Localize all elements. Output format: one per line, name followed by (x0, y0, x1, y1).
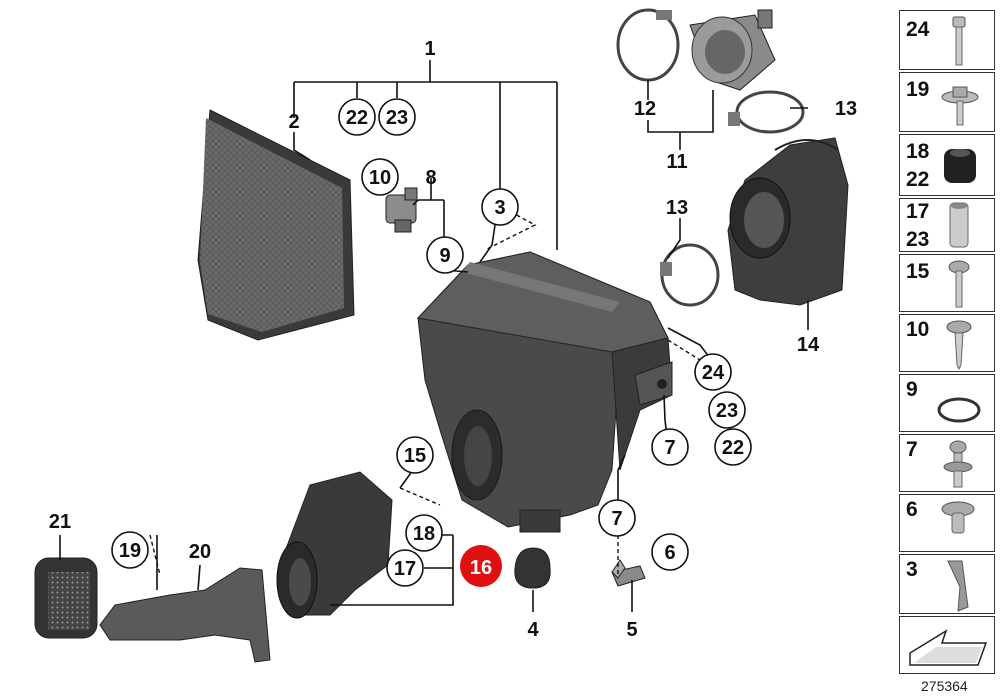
label-20: 20 (189, 541, 211, 563)
ball-stud-icon (943, 440, 973, 488)
legend-num: 19 (906, 78, 930, 101)
label-7-lower: 7 (611, 508, 622, 530)
rubber-mount (514, 547, 551, 589)
label-1: 1 (424, 38, 435, 60)
crop-mask (0, 655, 252, 700)
label-17: 17 (394, 558, 416, 580)
sleeve-icon (949, 202, 969, 248)
clip-icon (947, 560, 969, 612)
legend-box-9: 9 (899, 374, 995, 432)
temperature-sensor (385, 187, 418, 233)
intake-hose (276, 471, 393, 619)
bolt-icon (952, 16, 966, 66)
legend-box-6: 6 (899, 494, 995, 552)
label-13-upper: 13 (835, 98, 857, 120)
legend-num: 24 (906, 18, 930, 41)
grommet-icon (944, 149, 976, 183)
air-filter-element (197, 109, 355, 341)
legend-box-7: 7 (899, 434, 995, 492)
label-14: 14 (797, 334, 820, 356)
hose-clamp-12 (616, 8, 680, 82)
screw-icon (946, 320, 972, 371)
label-9: 9 (439, 245, 450, 267)
expanding-rivet-icon (941, 501, 975, 534)
label-8: 8 (425, 167, 436, 189)
label-21: 21 (49, 511, 71, 533)
legend-num: 10 (906, 318, 930, 341)
label-16: 16 (470, 557, 492, 579)
legend-num: 22 (906, 168, 930, 191)
legend-num: 15 (906, 260, 930, 283)
label-7-upper: 7 (664, 437, 675, 459)
air-mass-meter (689, 9, 776, 91)
legend-box-17-23: 17 23 (899, 198, 995, 252)
catalog-number: 275364 (921, 678, 968, 694)
legend-box-18-22: 18 22 (899, 134, 995, 196)
highlight-marker (460, 545, 502, 587)
legend-box-24: 24 (899, 10, 995, 70)
legend-num: 18 (906, 140, 930, 163)
label-15: 15 (404, 445, 426, 467)
legend-box-10: 10 (899, 314, 995, 372)
label-22-mid: 22 (722, 437, 744, 459)
intake-grille (34, 557, 98, 639)
screw-icon (948, 260, 970, 308)
legend-box-3: 3 (899, 554, 995, 614)
label-10: 10 (369, 167, 391, 189)
legend-box-15: 15 (899, 254, 995, 312)
label-3: 3 (494, 197, 505, 219)
intake-duct (727, 137, 849, 306)
intake-snorkel (99, 567, 271, 663)
label-24: 24 (702, 362, 725, 384)
legend-num: 3 (906, 558, 918, 581)
label-12: 12 (634, 98, 656, 120)
label-5: 5 (626, 619, 637, 641)
callout-bubbles (111, 98, 752, 587)
air-filter-housing (416, 251, 673, 533)
label-23-mid: 23 (716, 400, 738, 422)
label-4: 4 (527, 619, 539, 641)
direction-arrow-icon (909, 629, 988, 666)
legend-box-19: 19 (899, 72, 995, 132)
bracket (611, 559, 646, 587)
legend-num: 9 (906, 378, 918, 401)
flange-screw-icon (941, 86, 979, 126)
legend-num: 17 (906, 200, 930, 223)
o-ring-icon (937, 397, 981, 423)
label-18: 18 (413, 523, 435, 545)
legend-num: 6 (906, 498, 918, 521)
legend-box-arrow (899, 616, 995, 674)
legend-num: 23 (906, 228, 930, 251)
hose-clamp-13-upper (728, 90, 805, 134)
label-2: 2 (288, 111, 299, 133)
label-23-top: 23 (386, 107, 408, 129)
label-22-top: 22 (346, 107, 368, 129)
label-6: 6 (664, 542, 675, 564)
hose-clamp-13-lower (660, 243, 720, 307)
label-13-lower: 13 (666, 197, 688, 219)
label-19: 19 (119, 540, 141, 562)
label-11: 11 (666, 151, 687, 173)
legend-num: 7 (906, 438, 918, 461)
